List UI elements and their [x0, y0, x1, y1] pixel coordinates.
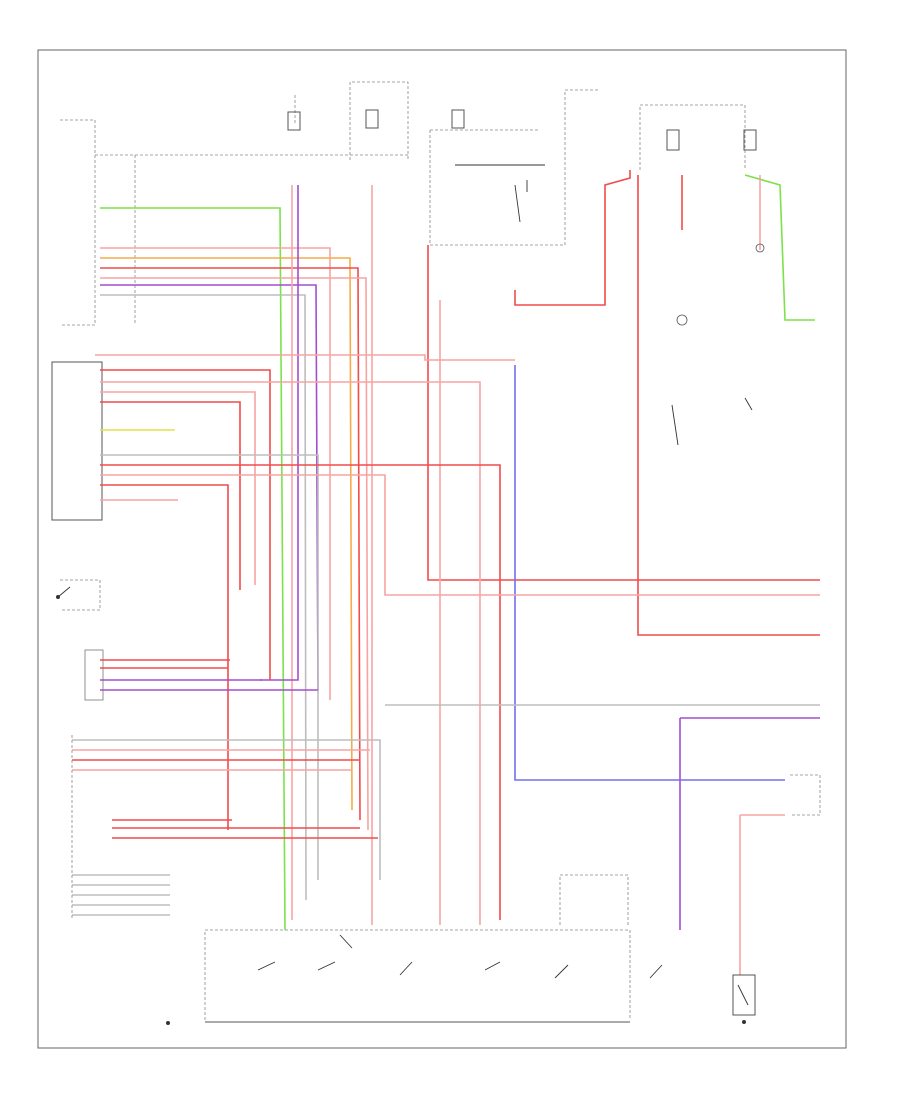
- wire-red-relay1: [427, 245, 820, 581]
- control-unit-box: [51, 361, 103, 521]
- headlight-right: [671, 243, 765, 446]
- wire-red-2: [100, 257, 353, 811]
- wire-gray-1: [100, 294, 307, 901]
- wire-red-mid-3: [100, 391, 256, 585]
- hot-at-all-times-fuse-2: [429, 89, 600, 246]
- right-lower-switch: [732, 974, 756, 1024]
- wire-violet-1: [100, 284, 319, 691]
- hot-run-start-fuse: [287, 95, 301, 131]
- ecm-connector: [60, 119, 410, 326]
- wire-red-mid-4: [100, 401, 241, 590]
- diagram-border: [37, 49, 847, 1049]
- left-lower-ground: [166, 1021, 170, 1025]
- wire-red-relay3: [514, 170, 631, 306]
- headlight-switch-assembly: [204, 874, 663, 1023]
- passing-switch: [56, 579, 101, 611]
- wire-green-2: [744, 174, 815, 321]
- wire-red-3: [100, 267, 361, 821]
- wire-gray-low-1: [72, 739, 381, 880]
- wire-red-mid-1: [100, 369, 271, 680]
- switch-block-left: [84, 649, 104, 701]
- wire-red-mid-5: [100, 464, 501, 920]
- wire-red-1: [100, 247, 331, 700]
- wire-gray-mid-1: [100, 454, 319, 880]
- right-fuse-block: [639, 104, 757, 170]
- headlight-relay: [455, 164, 545, 223]
- wire-green-1: [100, 207, 286, 931]
- wire-red-mid-7: [100, 484, 229, 830]
- wire-blue-1: [514, 365, 785, 781]
- wire-red-right-1: [637, 175, 820, 636]
- wire-red-4: [100, 277, 369, 831]
- right-blue-connector: [790, 774, 821, 816]
- hot-at-all-times-fuse-1: [349, 81, 409, 160]
- wire-red-mid-2: [100, 381, 481, 925]
- wire-red-mid-9: [95, 354, 515, 361]
- wire-violet-fuse1: [260, 185, 299, 681]
- wire-red-mid-6: [100, 474, 820, 596]
